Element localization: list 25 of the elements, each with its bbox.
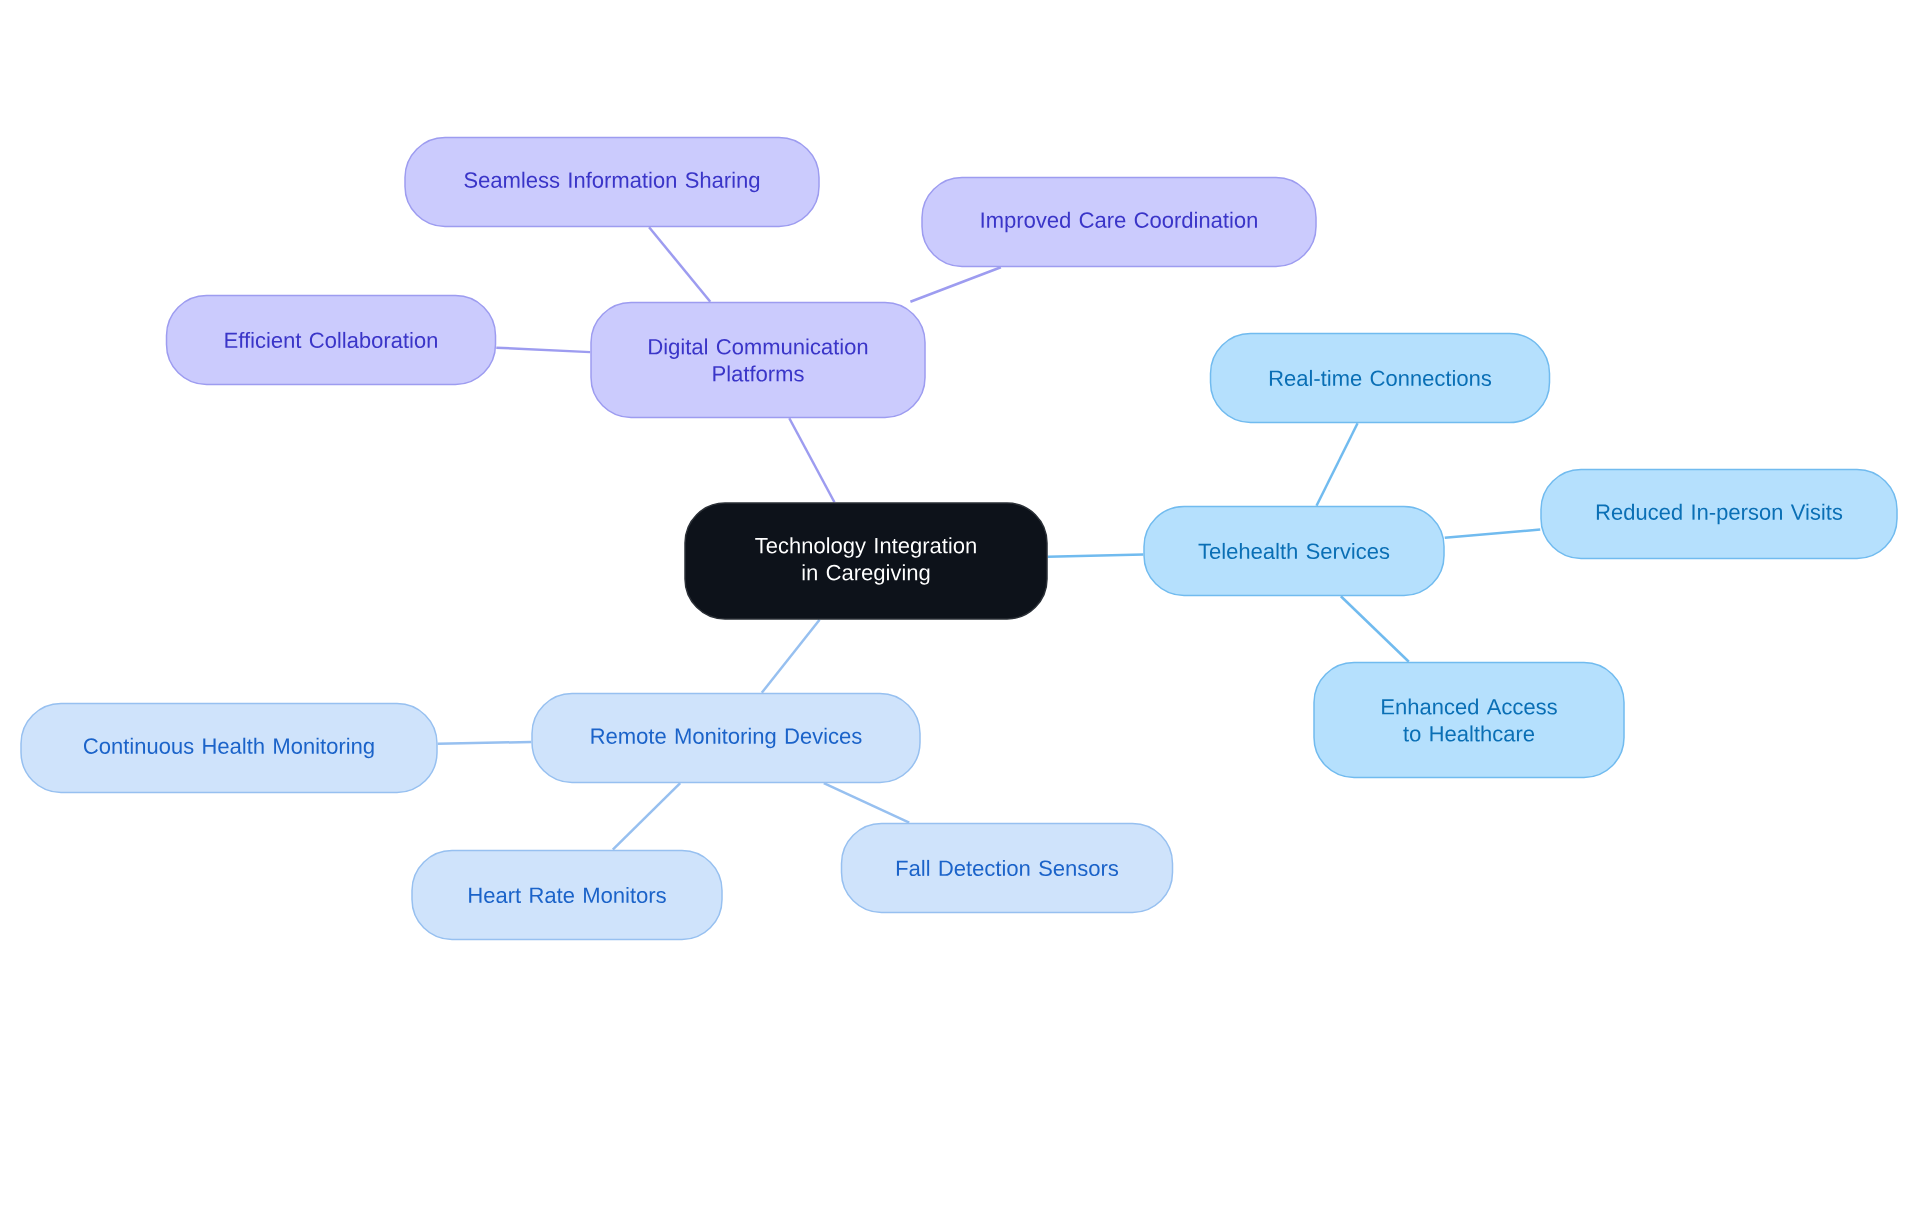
connector-line — [823, 782, 910, 824]
topic-box: Seamless Information Sharing — [404, 136, 820, 228]
topic-box: Efficient Collaboration — [165, 294, 497, 386]
topic-box: Remote Monitoring Devices — [531, 692, 921, 784]
connector-line — [1047, 553, 1144, 558]
connector-line — [909, 266, 1002, 303]
topic-box: Reduced In-person Visits — [1540, 468, 1898, 560]
connector-line — [437, 740, 532, 746]
connector-line — [1444, 528, 1541, 540]
topic-box: Improved Care Coordination — [921, 176, 1317, 268]
topic-box: Digital Communication Platforms — [590, 301, 926, 419]
topic-box: Real-time Connections — [1209, 332, 1551, 424]
connector-line — [760, 618, 821, 694]
connector-line — [611, 782, 682, 851]
topic-box: Enhanced Access to Healthcare — [1313, 661, 1625, 779]
topic-box: Continuous Health Monitoring — [20, 702, 438, 794]
connector-line — [788, 417, 836, 503]
connector-line — [1315, 422, 1359, 507]
connector-line — [1340, 595, 1410, 663]
connector-line — [496, 346, 591, 354]
topic-box: Fall Detection Sensors — [840, 822, 1174, 914]
connector-line — [648, 226, 712, 303]
topic-box: Telehealth Services — [1143, 505, 1445, 597]
central-topic-box: Technology Integration in Caregiving — [684, 502, 1048, 620]
topic-box: Heart Rate Monitors — [411, 849, 723, 941]
